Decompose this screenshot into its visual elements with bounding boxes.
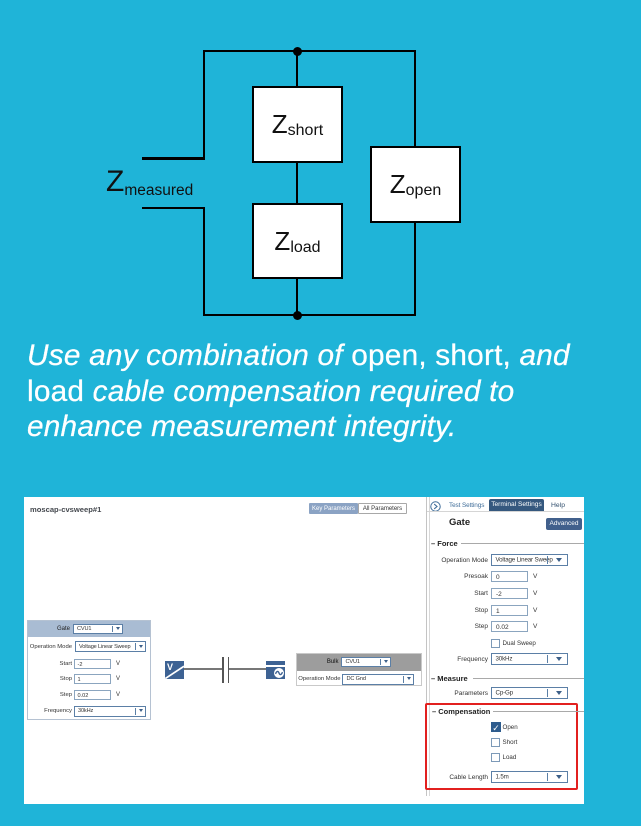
svg-text:V: V — [167, 662, 173, 672]
